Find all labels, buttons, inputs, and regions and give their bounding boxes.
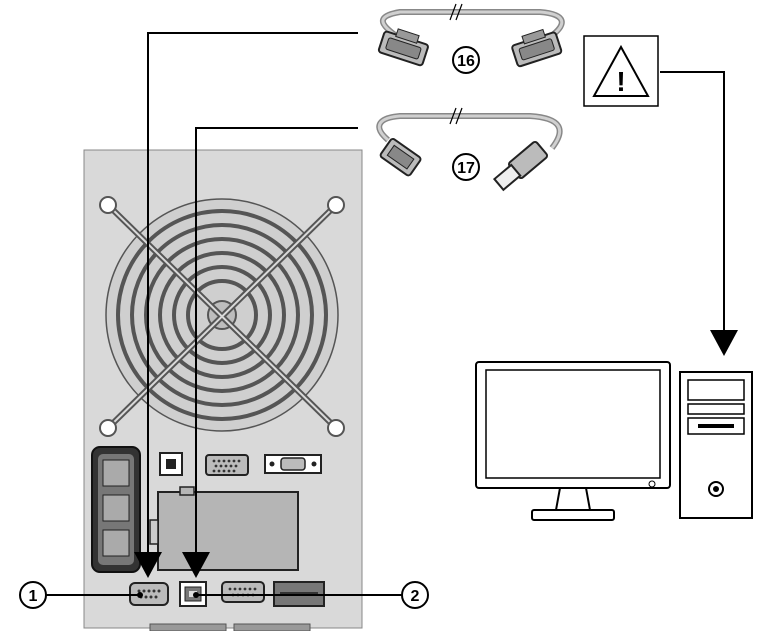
warning-triangle-icon <box>592 44 650 97</box>
callout-16-circle <box>452 46 480 74</box>
callout-2-circle <box>401 581 429 609</box>
panel-bottom-vent-right <box>233 623 311 632</box>
ups-rear-panel <box>83 149 363 632</box>
callout-16: 16 <box>457 53 475 70</box>
callout-2: 2 <box>411 588 420 605</box>
usb-a-plug <box>492 140 548 192</box>
warning-glyph: ! <box>616 66 625 97</box>
usb-cable: 17 <box>376 107 563 192</box>
panel-bottom-vent-left <box>149 623 227 632</box>
power-input-block <box>91 446 141 573</box>
warning-box: ! <box>583 35 659 107</box>
computer-tower <box>679 371 753 519</box>
serial-connector-right <box>511 28 563 68</box>
computer-monitor <box>475 361 671 521</box>
communication-bay <box>149 486 299 571</box>
callout-17-circle <box>452 153 480 181</box>
serial-connector-left <box>377 28 429 67</box>
callout-1: 1 <box>29 588 38 605</box>
serial-cable: 16 <box>377 3 565 74</box>
callout-1-circle <box>19 581 47 609</box>
db9-port-bottom <box>221 581 265 603</box>
fan-guard <box>99 196 345 437</box>
db9-port-top <box>264 454 322 474</box>
network-port <box>159 452 183 476</box>
usb-b-plug <box>379 138 422 177</box>
arrow-to-serial-port <box>134 552 162 578</box>
vga-port <box>205 454 249 476</box>
callout-17: 17 <box>457 160 475 177</box>
arrow-to-usb-port <box>182 552 210 578</box>
connection-lines <box>46 32 738 598</box>
arrow-to-computer <box>710 330 738 356</box>
